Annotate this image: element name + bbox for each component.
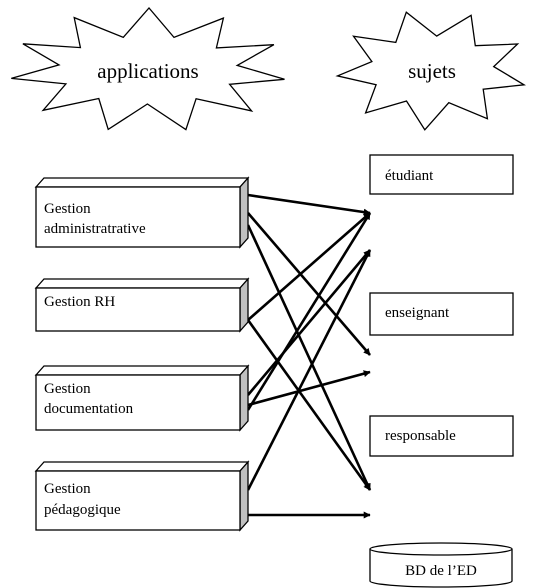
applications-starburst: applications (11, 7, 285, 131)
app-label-line: Gestion RH (44, 294, 115, 310)
app-box-rh: Gestion RH (34, 277, 250, 333)
database-label: BD de l’ED (405, 563, 477, 579)
connection-arrow (247, 193, 371, 216)
app-label-line: administratrative (44, 221, 146, 237)
connection-arrow (246, 249, 372, 491)
connection-arrow (247, 249, 371, 396)
subjects-heading: sujets (408, 59, 456, 83)
connection-arrows (246, 193, 372, 519)
connection-arrow (247, 370, 371, 407)
connection-arrow (246, 212, 372, 411)
subjects-starburst: sujets (335, 11, 526, 131)
app-box-pedagogique: Gestion pédagogique (34, 460, 250, 532)
app-label-line: Gestion (44, 381, 91, 397)
app-label-line: Gestion (44, 481, 91, 497)
connection-arrow (247, 212, 371, 356)
subject-box-enseignant: enseignant (369, 292, 514, 336)
subject-label: enseignant (385, 305, 450, 321)
app-label-line: Gestion (44, 201, 91, 217)
app-box-documentation: Gestion documentation (34, 364, 250, 432)
connection-arrow (247, 212, 371, 321)
subject-label: étudiant (385, 168, 434, 184)
subject-box-responsable: responsable (369, 415, 514, 457)
subject-label: responsable (385, 428, 456, 444)
app-box-administrative: Gestion administratrative (34, 176, 250, 249)
connection-arrow (246, 319, 372, 491)
database-cylinder: BD de l’ED (369, 542, 513, 588)
app-label-line: documentation (44, 401, 134, 417)
app-label-line: pédagogique (44, 502, 121, 518)
connection-arrow (246, 224, 372, 491)
applications-heading: applications (97, 59, 198, 83)
subject-box-etudiant: étudiant (369, 154, 514, 195)
